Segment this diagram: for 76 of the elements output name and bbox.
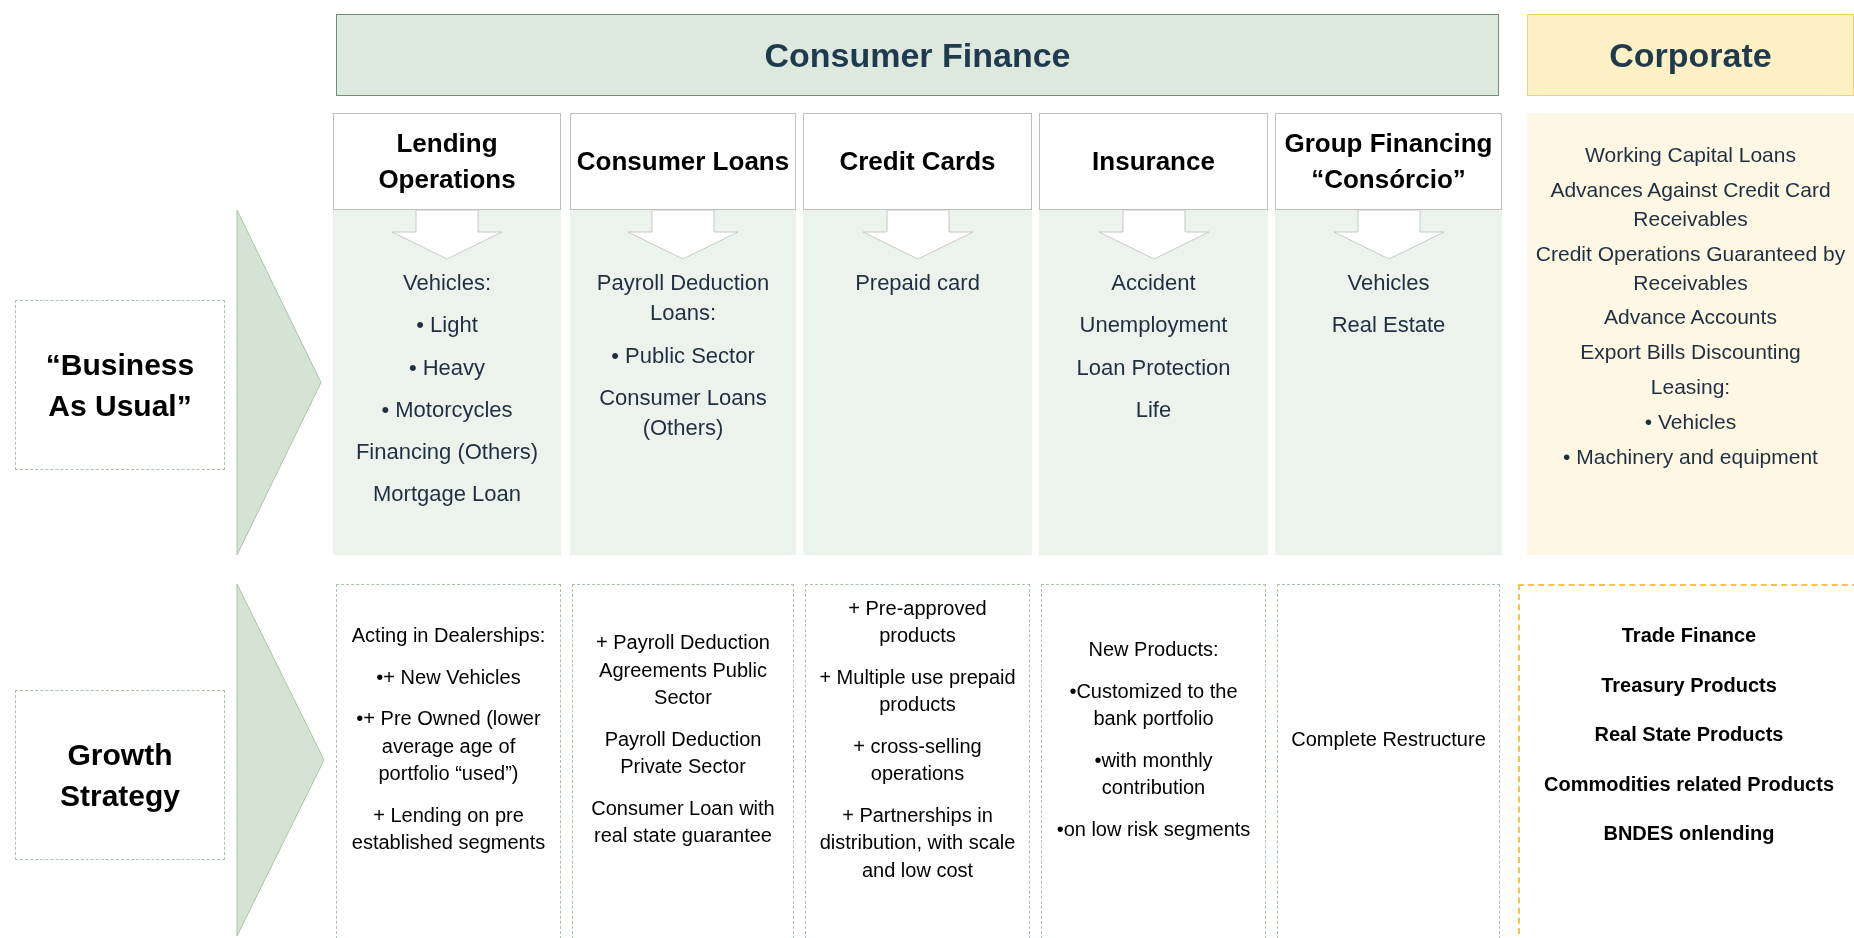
item-text: + Payroll Deduction Agreements Public Sector xyxy=(595,630,771,711)
column-header xyxy=(570,113,796,210)
item-text: • Motorcycles xyxy=(381,395,513,424)
item-text: Growth Strategy xyxy=(58,736,181,814)
item-text: Commodities related Products xyxy=(1543,771,1835,797)
item-text: Treasury Products xyxy=(1601,672,1777,698)
item-text: Payroll Deduction Private Sector xyxy=(603,726,763,780)
column-header xyxy=(1039,113,1268,210)
item-text: New Products: xyxy=(1088,637,1219,662)
item-text: Advance Accounts xyxy=(1604,304,1777,331)
item-text: Corporate xyxy=(1609,34,1772,76)
section-header xyxy=(1527,14,1854,96)
item-text: Financing (Others) xyxy=(355,438,539,466)
item-text: Vehicles: xyxy=(402,269,492,297)
item-text: Insurance xyxy=(1092,144,1215,178)
item-text: BNDES onlending xyxy=(1603,821,1775,847)
item-text: Acting in Dealerships: xyxy=(351,623,546,649)
item-text: Real Estate xyxy=(1331,311,1446,340)
item-text: Credit Operations Guaranteed by Receivables xyxy=(1535,240,1846,296)
item-text: Mortgage Loan xyxy=(373,480,521,509)
item-text: Vehicles xyxy=(1347,269,1430,297)
item-text: Loan Protection xyxy=(1076,353,1231,382)
column-header xyxy=(1275,113,1502,210)
item-text: Trade Finance xyxy=(1621,623,1757,649)
item-text: Working Capital Loans xyxy=(1585,142,1796,168)
item-text: •+ Pre Owned (lower average age of portfolio “used”) xyxy=(355,706,542,787)
item-text: Unemployment xyxy=(1079,311,1228,340)
item-text: Leasing: xyxy=(1650,374,1731,401)
item-text: + Partnerships in distribution, with scale and low cost xyxy=(818,802,1017,883)
chevron-arrow xyxy=(236,583,325,937)
item-text: Consumer Loans xyxy=(576,144,790,178)
item-text: Credit Cards xyxy=(839,144,996,178)
product-panel xyxy=(1039,210,1268,555)
column-header xyxy=(803,113,1032,210)
item-text: Life xyxy=(1135,395,1172,424)
section-header xyxy=(336,14,1499,96)
item-text: •on low risk segments xyxy=(1056,816,1251,842)
item-text: •Customized to the bank portfolio xyxy=(1068,678,1239,731)
item-text: • Vehicles xyxy=(1644,409,1737,435)
row-label-box xyxy=(15,300,225,470)
strategy-box xyxy=(572,584,794,938)
strategy-box xyxy=(336,584,561,938)
column-header xyxy=(333,113,561,210)
chevron-arrow xyxy=(236,209,322,556)
strategy-box xyxy=(1277,584,1500,938)
item-text: Payroll Deduction Loans: xyxy=(595,269,771,328)
item-text: • Light xyxy=(416,311,478,340)
strategy-box xyxy=(1041,584,1266,938)
item-text: Export Bills Discounting xyxy=(1580,339,1801,366)
product-panel xyxy=(1527,113,1854,555)
product-panel xyxy=(333,210,561,555)
product-panel xyxy=(803,210,1032,555)
product-panel xyxy=(570,210,796,555)
item-text: • Heavy xyxy=(408,353,486,382)
item-text: Complete Restructure xyxy=(1291,726,1486,752)
item-text: • Public Sector xyxy=(611,341,755,370)
item-text: •+ New Vehicles xyxy=(376,664,521,690)
item-text: + cross-selling operations xyxy=(852,733,983,787)
item-text: Real State Products xyxy=(1594,722,1784,748)
item-text: + Multiple use prepaid products xyxy=(818,664,1017,718)
item-text: + Pre-approved products xyxy=(847,595,988,649)
item-text: “Business As Usual” xyxy=(44,346,196,424)
item-text: •with monthly contribution xyxy=(1093,747,1214,800)
item-text: • Machinery and equipment xyxy=(1563,443,1818,470)
item-text: Group Financing “Consórcio” xyxy=(1283,126,1494,196)
product-panel xyxy=(1275,210,1502,555)
item-text: Prepaid card xyxy=(855,269,980,297)
strategy-box xyxy=(805,584,1030,938)
row-label-box xyxy=(15,690,225,860)
item-text: Advances Against Credit Card Receivables xyxy=(1549,176,1832,232)
item-text: Consumer Loans (Others) xyxy=(598,383,768,442)
item-text: Consumer Finance xyxy=(764,34,1071,76)
item-text: + Lending on pre established segments xyxy=(350,802,547,856)
item-text: Lending Operations xyxy=(377,126,517,196)
item-text: Accident xyxy=(1111,269,1196,297)
item-text: Consumer Loan with real state guarantee xyxy=(590,795,776,849)
